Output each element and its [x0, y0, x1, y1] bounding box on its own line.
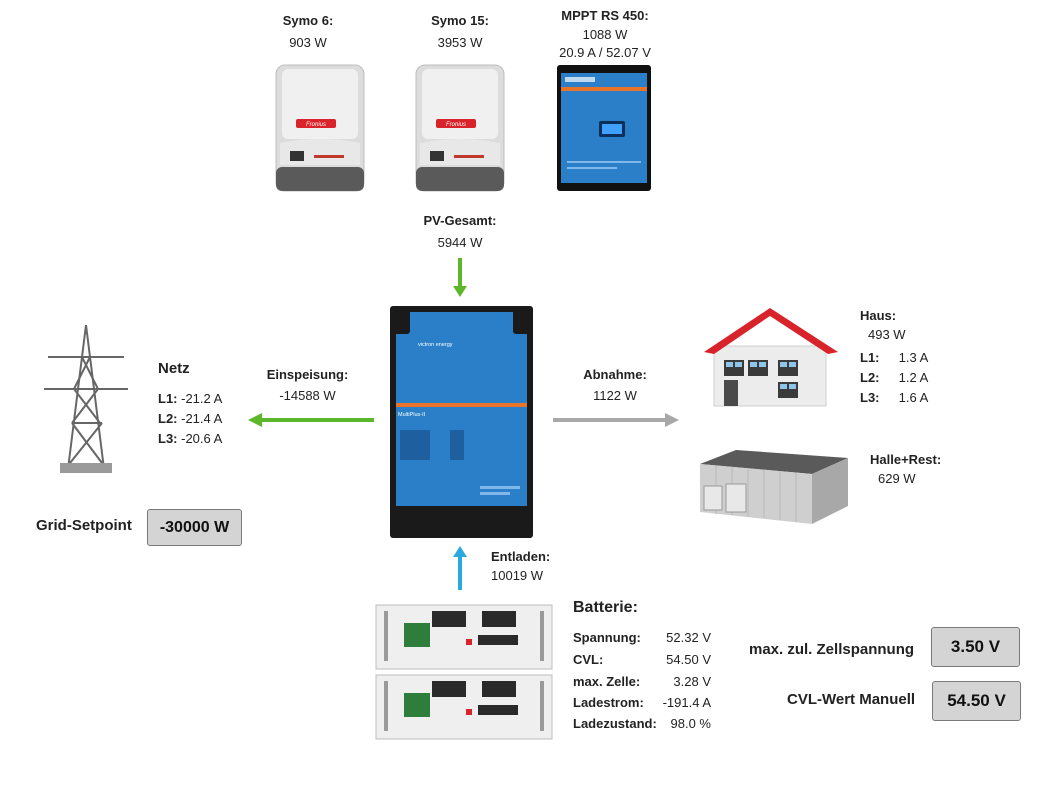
mppt-detail: 20.9 A / 52.07 V [559, 45, 651, 60]
symo15-power: 3953 W [437, 35, 483, 50]
battery-flow-arrow-icon [453, 546, 467, 590]
battery-row-value: 98.0 % [670, 716, 711, 731]
fronius-logo [436, 119, 476, 128]
phase-value: -20.6 A [181, 431, 223, 446]
cvl-manual-label: CVL-Wert Manuell [787, 691, 916, 708]
battery-voltage-row: Spannung: 52.32 V [573, 630, 713, 645]
phase-label: L1: [860, 350, 880, 365]
fronius-symo15-image: Fronius [415, 64, 505, 192]
svg-text:victron energy: victron energy [418, 342, 453, 348]
battery-module-top [375, 604, 553, 670]
multiplus-inverter-image: victron energy MultiPlus-II [390, 306, 533, 538]
battery-row-label: Spannung: [573, 630, 641, 645]
netz-l3-row: L3: -20.6 A [158, 431, 222, 446]
mppt-rs450-image [557, 65, 651, 191]
netz-l1-row: L1: -21.2 A [158, 391, 222, 406]
svg-text:Fronius: Fronius [306, 122, 326, 128]
phase-value: 1.3 A [898, 350, 929, 365]
halle-power: 629 W [878, 471, 916, 486]
phase-value: 1.2 A [898, 370, 929, 385]
mppt-title: MPPT RS 450: [561, 8, 649, 23]
battery-module-bottom [375, 674, 553, 740]
symo6-power: 903 W [289, 35, 327, 50]
mppt-power: 1088 W [582, 27, 628, 42]
phase-label: L2: [860, 370, 880, 385]
phase-label: L2: [158, 411, 178, 426]
battery-rack-image [375, 604, 553, 740]
symo6-title: Symo 6: [282, 13, 334, 28]
pv-total-title: PV-Gesamt: [423, 213, 497, 228]
phase-label: L1: [158, 391, 178, 406]
pv-total-power: 5944 W [437, 235, 483, 250]
power-pylon-icon [44, 324, 128, 473]
house-icon [704, 308, 838, 407]
grid-setpoint-label: Grid-Setpoint [36, 517, 132, 534]
battery-row-value: 3.28 V [673, 674, 711, 689]
phase-value: -21.4 A [181, 411, 223, 426]
phase-value: 1.6 A [898, 390, 929, 405]
feed-in-title: Einspeisung: [266, 367, 349, 382]
battery-row-label: CVL: [573, 652, 604, 667]
feed-in-power: -14588 W [279, 388, 336, 403]
haus-l2-row: L2: 1.2 A [860, 370, 928, 385]
fronius-symo6-image: Fronius [275, 64, 365, 192]
haus-l1-row: L1: 1.3 A [860, 350, 928, 365]
phase-label: L3: [860, 390, 880, 405]
haus-power: 493 W [868, 327, 906, 342]
max-cell-voltage-label: max. zul. Zellspannung [749, 641, 915, 658]
grid-setpoint-value-box[interactable]: -30000 W [147, 509, 242, 546]
symo15-title: Symo 15: [431, 13, 489, 28]
battery-cvl-row: CVL: 54.50 V [573, 652, 713, 667]
battery-soc-row: Ladezustand: 98.0 % [573, 716, 713, 731]
battery-row-label: Ladezustand: [573, 716, 657, 731]
halle-title: Halle+Rest: [870, 452, 942, 467]
svg-text:Fronius: Fronius [446, 122, 466, 128]
fronius-logo [296, 119, 336, 128]
battery-row-value: -191.4 A [662, 695, 711, 710]
phase-label: L3: [158, 431, 178, 446]
feed-in-arrow-icon [248, 413, 374, 427]
netz-title: Netz [158, 360, 190, 377]
consumption-arrow-icon [553, 413, 679, 427]
discharge-power: 10019 W [491, 568, 544, 583]
hall-building-icon [700, 450, 848, 524]
svg-text:MultiPlus-II: MultiPlus-II [398, 412, 426, 418]
phase-value: -21.2 A [181, 391, 223, 406]
netz-l2-row: L2: -21.4 A [158, 411, 222, 426]
pv-flow-arrow-icon [453, 258, 467, 297]
cvl-manual-value-box[interactable]: 54.50 V [932, 681, 1021, 721]
battery-title: Batterie: [573, 599, 638, 616]
consumption-power: 1122 W [593, 388, 637, 403]
max-cell-voltage-value-box[interactable]: 3.50 V [931, 627, 1020, 667]
haus-l3-row: L3: 1.6 A [860, 390, 928, 405]
battery-row-value: 54.50 V [666, 652, 711, 667]
haus-title: Haus: [860, 308, 897, 323]
battery-row-label: Ladestrom: [573, 695, 644, 710]
battery-row-value: 52.32 V [666, 630, 711, 645]
battery-max-cell-row: max. Zelle: 3.28 V [573, 674, 713, 689]
battery-current-row: Ladestrom: -191.4 A [573, 695, 713, 710]
discharge-title: Entladen: [491, 549, 551, 564]
consumption-title: Abnahme: [583, 367, 647, 382]
battery-row-label: max. Zelle: [573, 674, 641, 689]
